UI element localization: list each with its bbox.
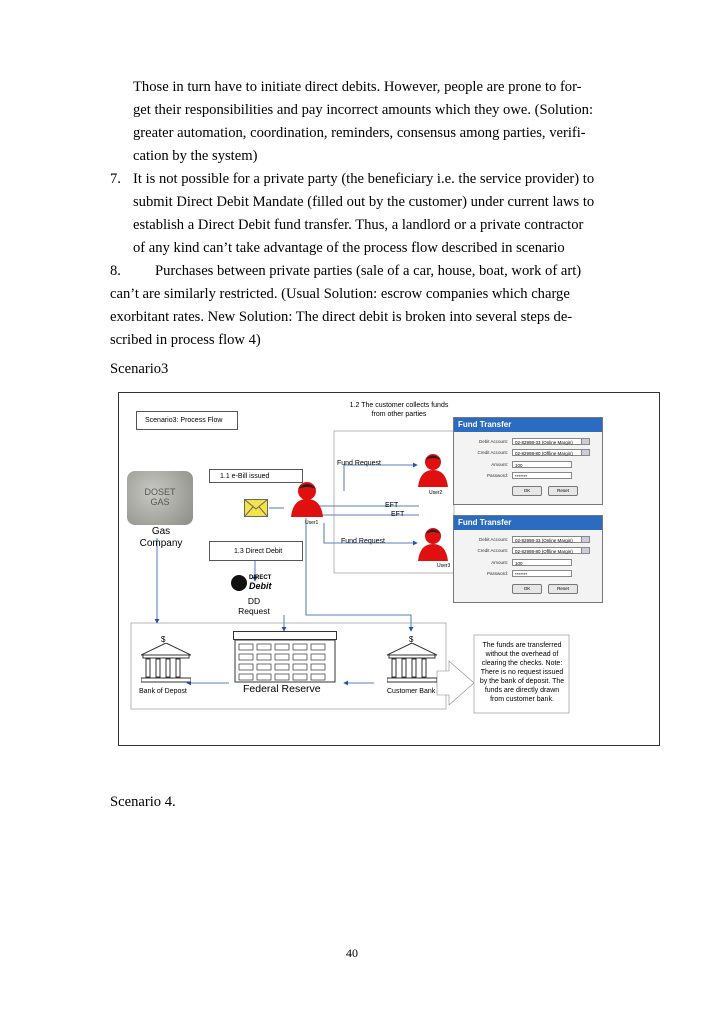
user1-label: User1 <box>305 520 319 526</box>
reset-button[interactable]: Reset <box>548 584 578 594</box>
chevron-down-icon <box>581 548 589 553</box>
debit-account-select[interactable]: 02-82998-33 (Online Margin) <box>512 536 590 543</box>
user3-person-icon <box>418 528 448 561</box>
step-1-2-label: 1.2 The customer collects funds from oth… <box>349 402 449 418</box>
amount-field[interactable]: 100 <box>512 559 572 566</box>
password-field[interactable]: ******* <box>512 570 572 577</box>
fund-transfer-title: Fund Transfer <box>454 418 602 432</box>
user1-person-icon <box>291 482 323 517</box>
debit-account-select[interactable]: 02-82998-33 (Online Margin) <box>512 438 590 445</box>
dd-request-label: DD Request <box>238 596 270 616</box>
gas-company-label: Gas Company <box>139 526 183 549</box>
federal-reserve-icon <box>233 631 337 683</box>
password-field[interactable]: ******* <box>512 472 572 479</box>
credit-account-label: Credit Account: <box>477 450 508 455</box>
ok-button[interactable]: OK <box>512 584 542 594</box>
connector-lines <box>130 430 570 714</box>
chevron-down-icon <box>581 537 589 542</box>
eft-label-1: EFT <box>385 502 399 509</box>
user3-label: User3 <box>437 563 451 569</box>
body-line: cation by the system) <box>133 148 258 164</box>
debit-account-label: Debit Account: <box>478 537 508 542</box>
chevron-down-icon <box>581 450 589 455</box>
credit-account-select[interactable]: 02-82998-80 (Offline Margin) <box>512 449 590 456</box>
credit-account-select[interactable]: 02-82998-80 (Offline Margin) <box>512 547 590 554</box>
amount-label: Amount: <box>491 560 508 565</box>
step-1-3-label: 1.3 Direct Debit <box>234 548 283 555</box>
gas-meter-image: DOSET GAS <box>127 471 193 525</box>
direct-debit-logo-top: DIRECT <box>249 575 272 581</box>
gas-meter-text: DOSET GAS <box>144 487 176 507</box>
dollar-sign-left: $ <box>161 635 166 644</box>
page-number: 40 <box>346 946 358 960</box>
customer-bank-icon <box>387 643 437 683</box>
body-line: Those in turn have to initiate direct de… <box>133 79 582 95</box>
fund-transfer-form-2: Fund Transfer Debit Account: 02-82998-33… <box>453 515 603 603</box>
bank-of-deposit-icon <box>141 643 191 683</box>
user2-label: User2 <box>429 490 443 496</box>
scenario3-heading: Scenario3 <box>110 361 169 377</box>
ok-button[interactable]: OK <box>512 486 542 496</box>
eft-label-2: EFT <box>391 511 405 518</box>
federal-reserve-label: Federal Reserve <box>243 683 321 695</box>
credit-account-value: 02-82998-80 (Offline Margin) <box>515 451 573 456</box>
item-number-8: 8. <box>110 263 121 279</box>
direct-debit-logo: DIRECT Debit <box>231 575 281 593</box>
dollar-sign-right: $ <box>409 635 414 644</box>
body-line: It is not possible for a private party (… <box>133 171 595 187</box>
fund-request-label-1: Fund Request <box>337 460 381 467</box>
body-line: get their responsibilities and pay incor… <box>133 102 594 118</box>
fund-transfer-title: Fund Transfer <box>454 516 602 530</box>
chevron-down-icon <box>581 439 589 444</box>
reset-button[interactable]: Reset <box>548 486 578 496</box>
user2-person-icon <box>418 454 448 487</box>
step-1-1-box: 1.1 e-Bill issued <box>209 469 303 483</box>
step-1-3-box: 1.3 Direct Debit <box>209 541 303 561</box>
body-line: can’t are similarly restricted. (Usual S… <box>110 286 570 302</box>
credit-account-value: 02-82998-80 (Offline Margin) <box>515 549 573 554</box>
body-line: submit Direct Debit Mandate (filled out … <box>133 194 595 210</box>
debit-account-value: 02-82998-33 (Online Margin) <box>515 538 573 543</box>
body-line: of any kind can’t take advantage of the … <box>133 240 565 256</box>
body-line: Purchases between private parties (sale … <box>155 263 582 279</box>
fund-transfer-form-1: Fund Transfer Debit Account: 02-82998-33… <box>453 417 603 505</box>
fund-request-label-2: Fund Request <box>341 538 385 545</box>
body-line: establish a Direct Debit fund transfer. … <box>133 217 584 233</box>
body-line: greater automation, coordination, remind… <box>133 125 586 141</box>
funds-transfer-note: The funds are transferred without the ov… <box>479 642 565 703</box>
customer-bank-label: Customer Bank <box>387 688 436 695</box>
amount-field[interactable]: 100 <box>512 461 572 468</box>
body-line: exorbitant rates. New Solution: The dire… <box>110 309 573 325</box>
body-line: scribed in process flow 4) <box>110 332 261 348</box>
diagram-title: Scenario3: Process Flow <box>145 417 223 424</box>
amount-label: Amount: <box>491 462 508 467</box>
process-flow-diagram: Scenario3: Process Flow 1.2 The customer… <box>118 392 660 746</box>
step-1-1-label: 1.1 e-Bill issued <box>220 473 270 480</box>
bank-of-deposit-label: Bank of Depost <box>139 688 187 695</box>
item-number-7: 7. <box>110 171 121 187</box>
debit-account-label: Debit Account: <box>478 439 508 444</box>
scenario4-heading: Scenario 4. <box>110 794 176 810</box>
password-label: Password: <box>486 571 508 576</box>
credit-account-label: Credit Account: <box>477 548 508 553</box>
debit-account-value: 02-82998-33 (Online Margin) <box>515 440 573 445</box>
diagram-title-box: Scenario3: Process Flow <box>136 411 238 430</box>
password-label: Password: <box>486 473 508 478</box>
envelope-icon <box>244 499 268 517</box>
direct-debit-logo-bottom: Debit <box>249 581 272 591</box>
